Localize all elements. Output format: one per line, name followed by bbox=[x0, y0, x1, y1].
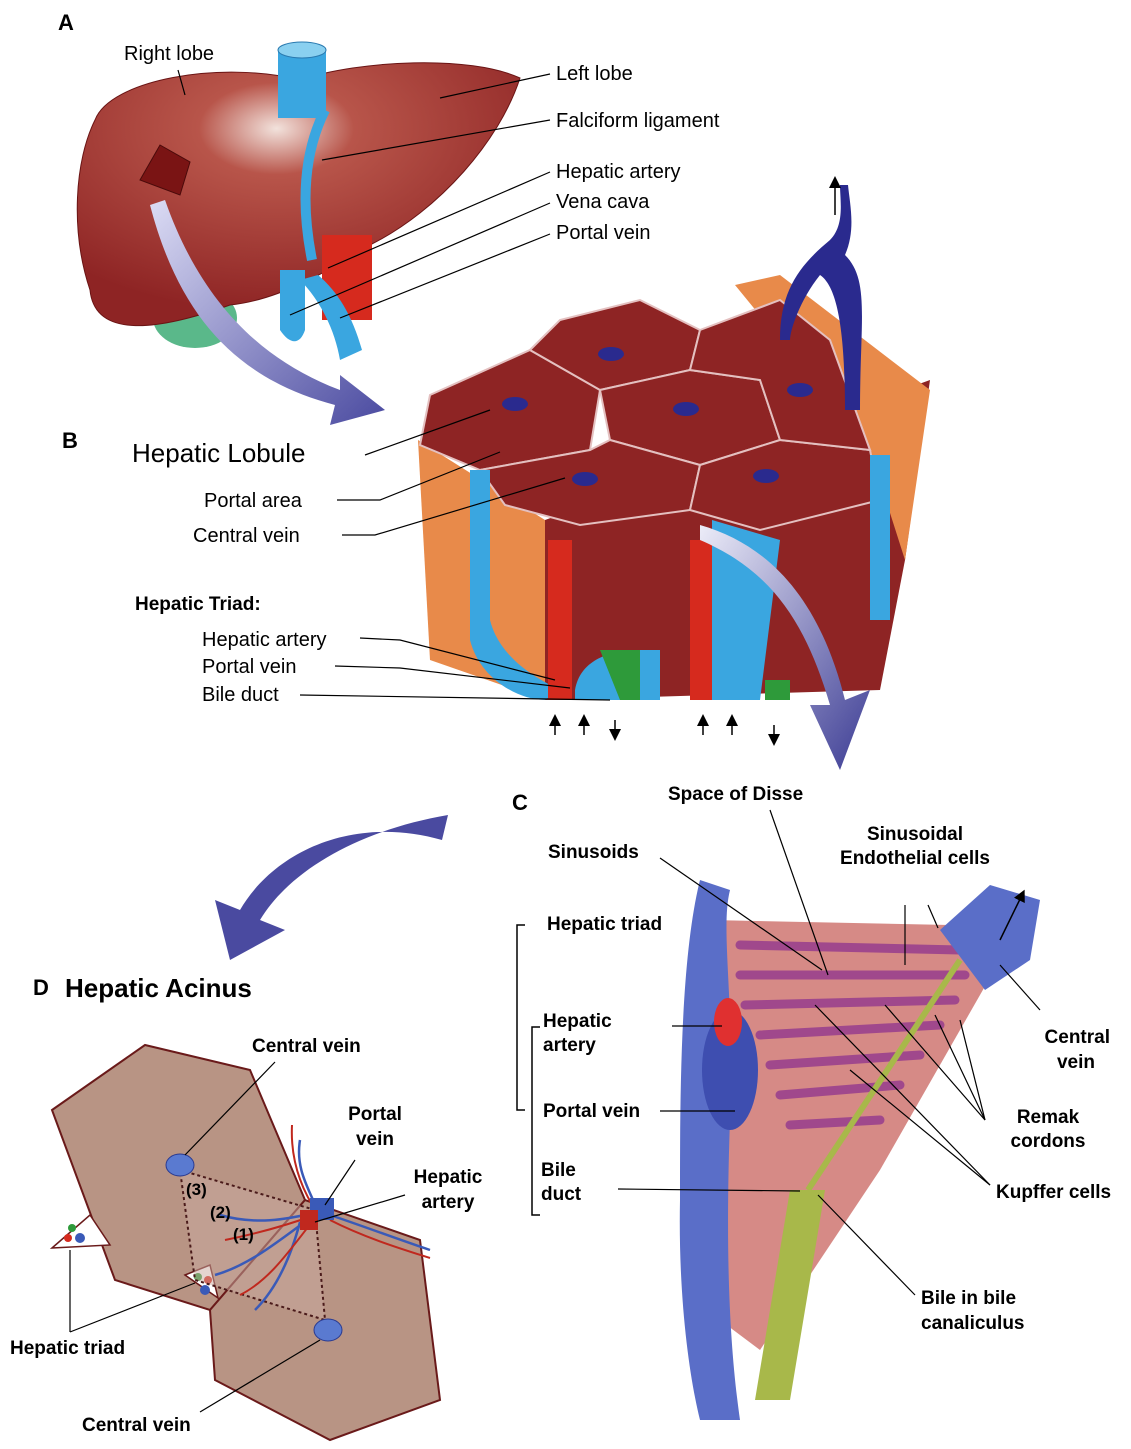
label-c-bile-duct-line2: duct bbox=[541, 1184, 582, 1205]
hepatic-artery-branch-1 bbox=[548, 540, 572, 700]
triad-dot-red-left bbox=[64, 1234, 72, 1242]
label-b-portal-vein: Portal vein bbox=[202, 656, 297, 678]
panel-d: D Hepatic Acinus bbox=[10, 973, 483, 1440]
central-vein-dot-4 bbox=[572, 472, 598, 486]
label-d-central-vein-bottom: Central vein bbox=[82, 1415, 191, 1436]
label-sinusoids: Sinusoids bbox=[548, 842, 639, 863]
label-d-central-vein-top: Central vein bbox=[252, 1036, 361, 1057]
label-b-hepatic-artery: Hepatic artery bbox=[202, 629, 327, 651]
hepatic-artery-lumen-c bbox=[714, 998, 742, 1046]
triad-dot-green-left bbox=[68, 1224, 76, 1232]
label-left-lobe: Left lobe bbox=[556, 63, 633, 85]
central-vein-dot-2 bbox=[598, 347, 624, 361]
label-c-hepatic-triad: Hepatic triad bbox=[547, 914, 662, 935]
label-d-portal-vein-line2: vein bbox=[356, 1129, 394, 1150]
arrow-c-to-d bbox=[215, 815, 448, 960]
label-d-hepatic-artery-line2: artery bbox=[422, 1192, 475, 1213]
label-space-of-disse: Space of Disse bbox=[668, 784, 803, 805]
label-c-central-vein-line1: Central bbox=[1045, 1027, 1110, 1048]
bracket-hepatic-triad bbox=[517, 925, 525, 1110]
portal-vein-branch-right bbox=[870, 455, 890, 620]
panel-c-letter: C bbox=[512, 790, 528, 815]
label-c-hepatic-artery-line1: Hepatic bbox=[543, 1011, 612, 1032]
label-hepatic-lobule: Hepatic Lobule bbox=[132, 438, 305, 468]
panel-d-title: Hepatic Acinus bbox=[65, 973, 252, 1003]
vena-cava-opening bbox=[278, 42, 326, 58]
sinusoid-7 bbox=[790, 1120, 880, 1125]
label-portal-area: Portal area bbox=[204, 490, 303, 512]
label-right-lobe: Right lobe bbox=[124, 43, 214, 65]
leader-c-central-vein bbox=[1000, 965, 1040, 1010]
label-bile-canaliculus-line2: canaliculus bbox=[921, 1313, 1025, 1334]
label-c-portal-vein: Portal vein bbox=[543, 1101, 640, 1122]
label-zone-3: (3) bbox=[186, 1180, 207, 1199]
label-sinusoidal-line2: Endothelial cells bbox=[840, 848, 990, 869]
label-d-hepatic-artery-line1: Hepatic bbox=[414, 1167, 483, 1188]
hepatic-artery-stub bbox=[300, 1210, 318, 1230]
panel-a-letter: A bbox=[58, 10, 74, 35]
hepatic-artery-branch-2 bbox=[690, 540, 712, 700]
triad-dot-blue-mid bbox=[200, 1285, 210, 1295]
label-remak-line1: Remak bbox=[1017, 1107, 1080, 1128]
label-d-hepatic-triad: Hepatic triad bbox=[10, 1338, 125, 1359]
label-a-hepatic-artery: Hepatic artery bbox=[556, 161, 681, 183]
leader-d-triad-mid bbox=[70, 1283, 195, 1332]
sinusoid-3 bbox=[745, 1000, 955, 1005]
label-kupffer: Kupffer cells bbox=[996, 1182, 1111, 1203]
leader-remak-2 bbox=[935, 1015, 985, 1120]
acinus-central-vein-upper bbox=[166, 1154, 194, 1176]
central-vein-dot-1 bbox=[502, 397, 528, 411]
label-b-bile-duct: Bile duct bbox=[202, 684, 279, 706]
label-bile-canaliculus-line1: Bile in bile bbox=[921, 1288, 1016, 1309]
label-c-bile-duct-line1: Bile bbox=[541, 1160, 576, 1181]
label-vena-cava: Vena cava bbox=[556, 191, 650, 213]
central-vein-dot-6 bbox=[787, 383, 813, 397]
panel-c: C Space of Disse Sinusoids Sinusoidal En… bbox=[512, 784, 1111, 1420]
panel-b-letter: B bbox=[62, 428, 78, 453]
central-vein-dot-3 bbox=[673, 402, 699, 416]
central-vein-dot-5 bbox=[753, 469, 779, 483]
leader-sinusoidal-2 bbox=[928, 905, 938, 928]
label-zone-2: (2) bbox=[210, 1203, 231, 1222]
label-falciform: Falciform ligament bbox=[556, 110, 720, 132]
leader-bile-canaliculus bbox=[818, 1195, 915, 1295]
hepatocyte-plates bbox=[710, 920, 1000, 1350]
triad-dot-blue-left bbox=[75, 1233, 85, 1243]
panel-d-letter: D bbox=[33, 975, 49, 1000]
label-b-central-vein: Central vein bbox=[193, 525, 300, 547]
label-c-hepatic-artery-line2: artery bbox=[543, 1035, 596, 1056]
bile-duct-branch-2 bbox=[765, 680, 790, 700]
label-d-portal-vein-line1: Portal bbox=[348, 1104, 402, 1125]
acinus-central-vein-lower bbox=[314, 1319, 342, 1341]
label-remak-line2: cordons bbox=[1011, 1131, 1086, 1152]
label-a-portal-vein: Portal vein bbox=[556, 222, 651, 244]
sinusoid-1 bbox=[740, 945, 960, 950]
label-zone-1: (1) bbox=[233, 1225, 254, 1244]
bracket-triad-parts bbox=[532, 1027, 540, 1215]
label-c-central-vein-line2: vein bbox=[1057, 1052, 1095, 1073]
label-sinusoidal-line1: Sinusoidal bbox=[867, 824, 963, 845]
label-hepatic-triad-title: Hepatic Triad: bbox=[135, 594, 261, 615]
leader-d-portal-vein bbox=[325, 1160, 355, 1205]
